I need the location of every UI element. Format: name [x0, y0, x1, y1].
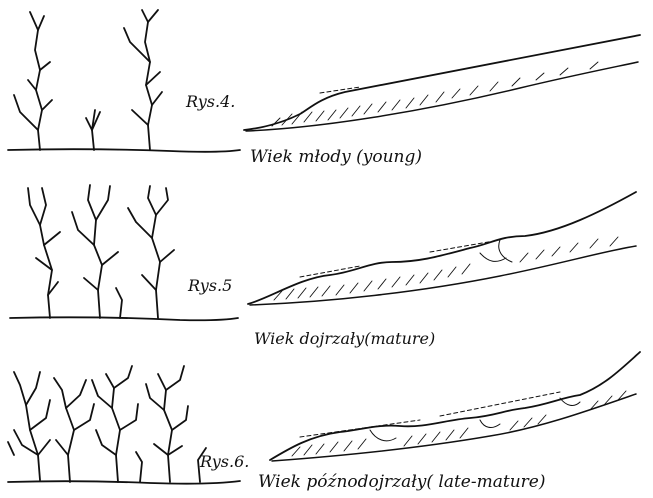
figure-caption-5: Wiek dojrzały(mature) [254, 329, 435, 348]
hatching-late-mature [292, 391, 626, 456]
figure-4: Rys.4. Wiek młody (young) [8, 10, 640, 167]
figure-6: Rys.6. Wiek późnodojrzały( late-mature) [8, 352, 640, 492]
figure-caption-6: Wiek późnodojrzały( late-mature) [258, 472, 545, 492]
figure-label-4: Rys.4. [185, 92, 235, 111]
figure-label-5: Rys.5 [187, 276, 232, 295]
drainage-map-young [8, 10, 240, 152]
figure-5: Rys.5 Wiek dojrzały(mature) [10, 185, 636, 348]
drainage-map-mature [10, 185, 238, 320]
hatching-mature [274, 237, 618, 300]
profile-young [244, 35, 640, 131]
hatching-young [272, 62, 598, 126]
profile-late-mature [270, 352, 640, 461]
figure-label-6: Rys.6. [199, 452, 249, 471]
figure-caption-4: Wiek młody (young) [250, 147, 422, 167]
profile-mature [248, 192, 636, 305]
